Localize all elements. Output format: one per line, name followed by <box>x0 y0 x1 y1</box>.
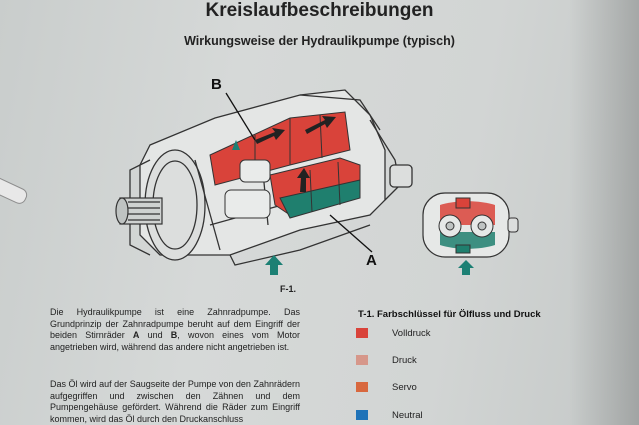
legend-swatch <box>356 355 368 365</box>
bearing-block <box>224 159 271 219</box>
page-title: Kreislaufbeschreibungen <box>205 0 434 21</box>
leader-line-a <box>329 214 373 253</box>
page-subtitle: Wirkungsweise der Hydraulikpumpe (typisc… <box>184 34 455 48</box>
inlet-arrow-icon <box>265 255 283 275</box>
gear-b-label: B <box>211 76 222 93</box>
pump-section-view <box>422 192 519 258</box>
gear-a-label: A <box>366 252 377 269</box>
leader-line-b <box>225 92 256 141</box>
gear-a <box>269 157 361 219</box>
legend-swatch <box>356 410 368 420</box>
legend-label: Volldruck <box>392 328 431 339</box>
legend-swatch <box>356 382 368 392</box>
outlet-arrow-icon <box>232 140 240 150</box>
legend-label: Druck <box>392 355 417 366</box>
page-shadow <box>569 0 639 425</box>
legend-label: Neutral <box>392 410 423 421</box>
legend-label: Servo <box>392 382 417 393</box>
paragraph-oil-flow: Das Öl wird auf der Saugseite der Pumpe … <box>50 379 300 424</box>
legend-title: T-1. Farbschlüssel für Ölfluss und Druck <box>358 309 541 320</box>
paragraph-intro: Die Hydraulikpumpe ist eine Zahnradpumpe… <box>50 307 300 352</box>
section-inlet-arrow-icon <box>458 260 474 275</box>
input-shaft <box>115 197 163 225</box>
figure-caption: F-1. <box>280 284 297 294</box>
legend-swatch <box>356 328 368 338</box>
flow-arrows <box>255 116 336 192</box>
